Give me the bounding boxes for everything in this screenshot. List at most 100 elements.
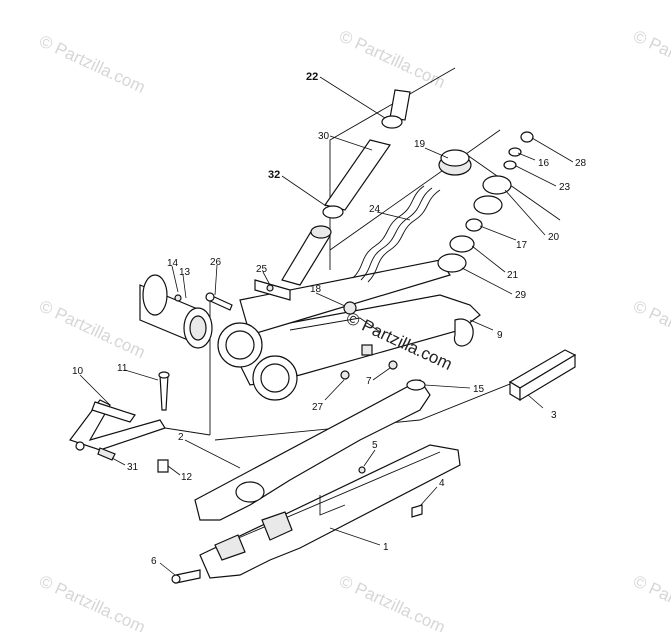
bolt-11: [159, 374, 169, 411]
leader-18: [315, 292, 346, 307]
shock-washer-32: [322, 205, 344, 219]
hardware-stack: [437, 131, 534, 273]
leader-4: [419, 486, 438, 507]
rail-1-bracket-2: [214, 534, 246, 561]
nut-7: [388, 360, 398, 370]
callout-27: 27: [312, 402, 324, 413]
callout-20: 20: [548, 232, 560, 243]
rail-1-bracket: [261, 511, 293, 541]
callout-25: 25: [256, 264, 268, 275]
leader-28: [531, 137, 574, 163]
spring-24-coil-a: [367, 189, 441, 283]
leader-12: [167, 465, 181, 476]
washer-16: [508, 147, 522, 157]
shock-washer-22: [381, 115, 403, 129]
spring-24-coil-c: [352, 185, 425, 279]
spring-24: [352, 149, 472, 283]
leader-lines: [79, 76, 574, 576]
shock-30: [281, 89, 411, 286]
leader-31: [111, 457, 126, 466]
shock-body-30: [324, 139, 391, 211]
bracket-10: [69, 371, 211, 473]
tube-3: [508, 349, 577, 402]
leader-22: [319, 76, 386, 119]
leader-5: [363, 449, 376, 467]
callout-15: 15: [473, 384, 485, 395]
clip-31: [97, 447, 116, 461]
bolt-6-head: [171, 574, 181, 584]
bracket-25: [254, 279, 291, 301]
clamp-ring-lower-inner: [260, 363, 290, 393]
rail-1-body: [199, 444, 461, 579]
spring-24-coil-b: [360, 187, 433, 281]
callout-26: 26: [210, 257, 222, 268]
leader-30: [329, 135, 373, 151]
bracket-25-hole: [266, 284, 274, 292]
callout-22: 22: [306, 71, 318, 83]
watermark-bottom-center: © Partzilla.com: [336, 571, 448, 632]
bolt-18: [343, 301, 357, 315]
leader-13: [182, 274, 187, 299]
leader-11: [124, 369, 159, 381]
callout-32: 32: [268, 169, 280, 181]
leader-2: [184, 439, 241, 469]
bolt-26-head: [205, 292, 215, 302]
callout-5: 5: [372, 440, 378, 451]
nut-5: [358, 466, 366, 474]
washer-20-a: [482, 175, 512, 195]
leader-26: [214, 264, 218, 296]
guide-line-rail: [214, 379, 521, 441]
watermark-top-center: © Partzilla.com: [336, 26, 448, 92]
spring-seat-19-top: [440, 149, 470, 167]
callout-18: 18: [310, 284, 322, 295]
callout-24: 24: [369, 204, 381, 215]
leader-25: [262, 271, 271, 286]
leader-1: [329, 527, 381, 546]
callout-30: 30: [318, 131, 330, 142]
callout-2: 2: [178, 432, 184, 443]
washer-21: [449, 235, 475, 253]
washer-20-b: [473, 195, 503, 215]
callout-9: 9: [497, 330, 503, 341]
bracket-10-link: [164, 427, 211, 436]
shock-rod-22: [389, 89, 411, 121]
callout-21: 21: [507, 270, 519, 281]
leader-16: [517, 152, 536, 161]
callout-labels: 1 2 3 4 5 6 7 9 10 11 12 13 14 15 16 17 …: [72, 71, 587, 567]
washer-17: [465, 218, 483, 232]
callout-17: 17: [516, 240, 528, 251]
guide-line-shock: [329, 67, 456, 270]
callout-19: 19: [414, 139, 426, 150]
callout-23: 23: [559, 182, 571, 193]
leader-7: [372, 367, 391, 381]
callout-7: 7: [366, 376, 372, 387]
nut-12: [157, 459, 169, 473]
leader-23: [515, 165, 557, 187]
nut-28: [520, 131, 534, 143]
rail-1: [199, 444, 461, 579]
watermark-mid-right: © Partzilla.com: [630, 296, 671, 362]
callout-1: 1: [383, 542, 389, 553]
clamp-rings: [217, 322, 298, 401]
leader-17: [479, 225, 517, 241]
callout-29: 29: [515, 290, 527, 301]
callout-6: 6: [151, 556, 157, 567]
bolt-11-head: [158, 371, 170, 379]
leader-3: [527, 394, 544, 409]
guide-line-spring: [329, 129, 501, 251]
watermark-top-left: © Partzilla.com: [36, 31, 148, 97]
clamp-ring-upper-inner: [225, 330, 255, 360]
leader-10: [79, 374, 111, 406]
leader-20: [504, 189, 546, 236]
tube-3-side: [519, 353, 576, 402]
washer-15: [406, 379, 426, 391]
watermark-bottom-left: © Partzilla.com: [36, 571, 148, 632]
pivot-tube-13: [139, 274, 213, 349]
arm-2: [194, 379, 431, 521]
leader-15: [424, 384, 471, 389]
leader-24: [376, 211, 411, 221]
rail-1-tab: [319, 495, 346, 516]
small-hardware: [171, 301, 426, 584]
